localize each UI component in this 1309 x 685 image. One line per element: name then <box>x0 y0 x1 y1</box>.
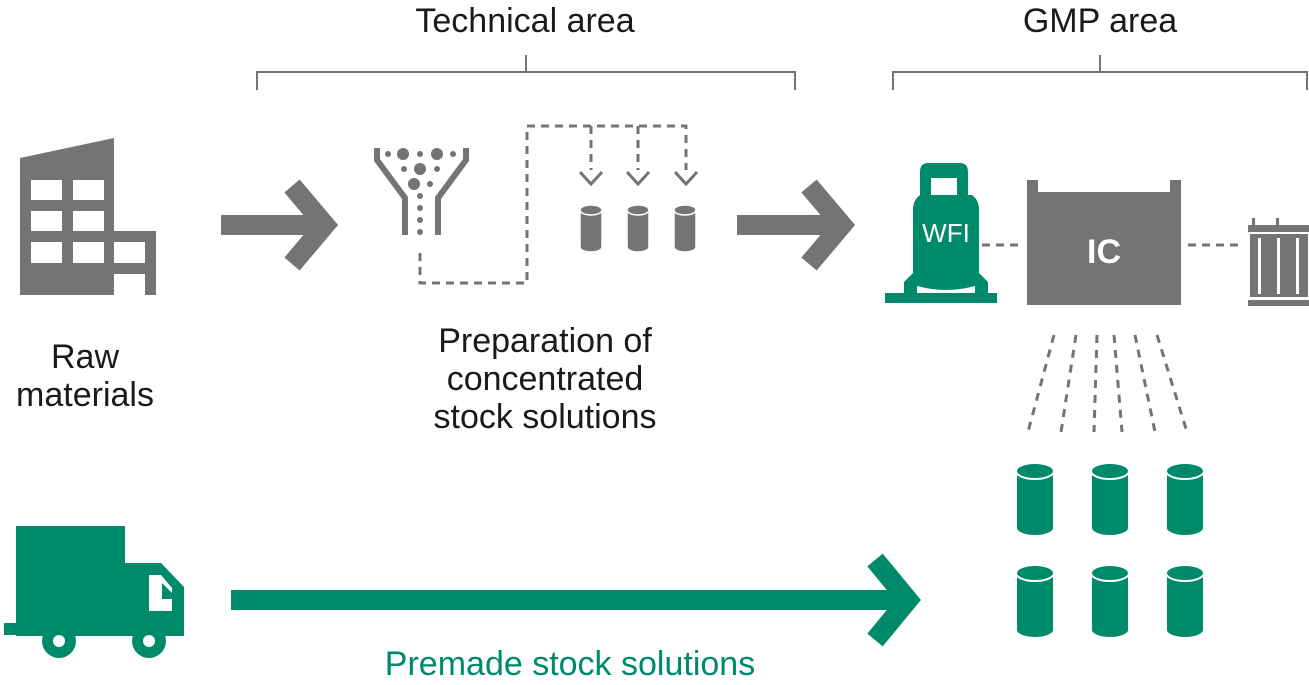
gmp-area-bracket <box>892 55 1308 90</box>
preparation-line3: stock solutions <box>433 398 657 436</box>
filter-icon <box>1248 218 1309 306</box>
premade-stock-label: Premade stock solutions <box>384 645 756 683</box>
distribution-line <box>1026 334 1189 433</box>
stock-cylinder-icon <box>579 204 697 253</box>
raw-materials-label: Raw materials <box>0 338 170 414</box>
funnel-icon <box>374 148 469 235</box>
raw-materials-line1: Raw <box>50 338 120 376</box>
technical-area-label: Technical area <box>415 2 635 40</box>
arrow-right-green-icon <box>231 553 921 647</box>
wfi-label: WFI <box>922 218 970 248</box>
factory-icon <box>20 138 156 295</box>
water-tank-icon <box>885 163 997 303</box>
container-icon <box>1027 180 1181 305</box>
gmp-area-label: GMP area <box>1022 2 1178 40</box>
preparation-label: Preparation of concentrated stock soluti… <box>380 322 710 436</box>
technical-area-bracket <box>256 55 796 90</box>
dashed-flow-line <box>418 124 688 285</box>
ic-label: IC <box>1087 233 1121 271</box>
arrow-right-icon <box>221 179 339 271</box>
truck-icon <box>4 526 184 658</box>
raw-materials-line2: materials <box>16 376 154 414</box>
preparation-line1: Preparation of <box>438 322 652 360</box>
chevron-down-icon <box>578 170 699 187</box>
preparation-line2: concentrated <box>446 360 644 398</box>
arrow-right-icon <box>737 179 856 271</box>
green-cylinder-icon <box>1015 462 1205 639</box>
